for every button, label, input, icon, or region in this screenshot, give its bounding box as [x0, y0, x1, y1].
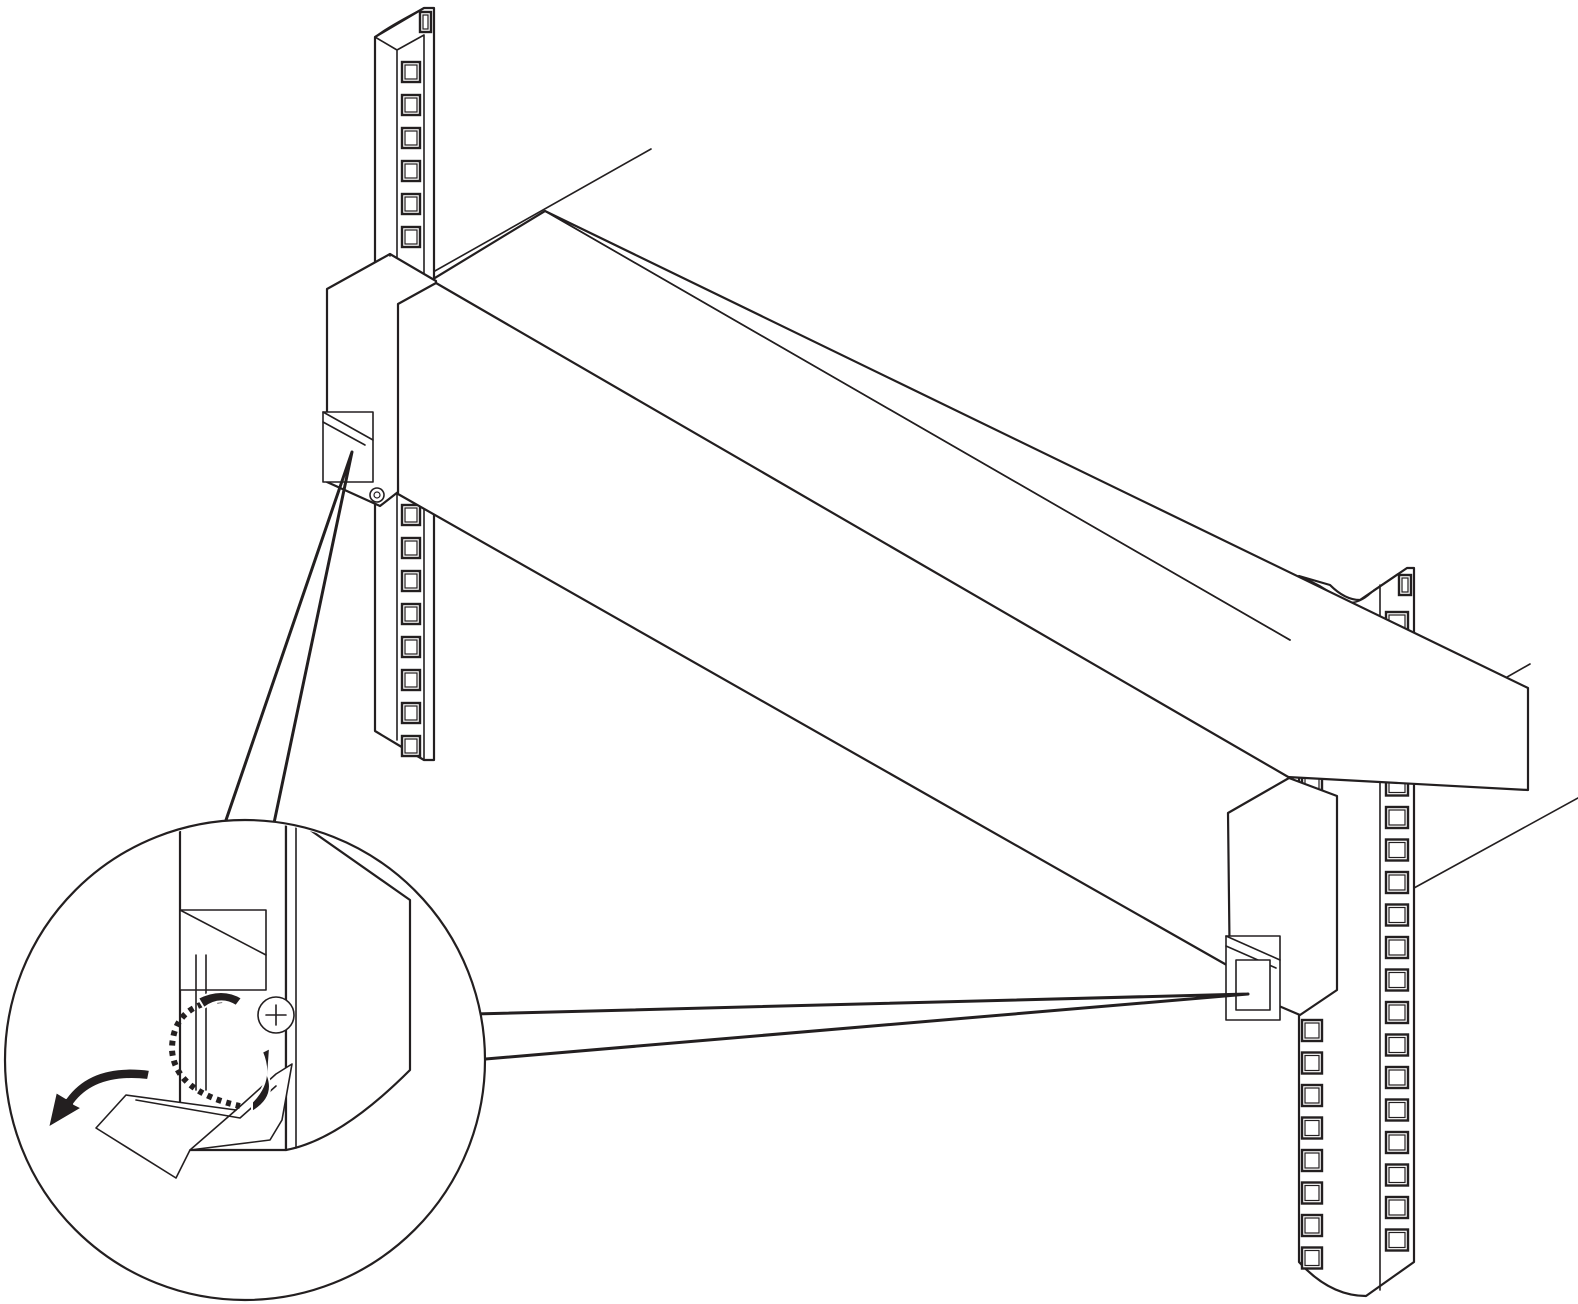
left-rail-hole-inner — [404, 196, 418, 212]
left-rail-hole — [400, 734, 422, 758]
right-rail-hole-inner — [1388, 906, 1406, 924]
right-rail-hole — [1300, 1018, 1324, 1043]
right-rail-hole — [1300, 1116, 1324, 1140]
left-rail-hole — [400, 701, 422, 725]
right-rail-hole — [1300, 1246, 1324, 1270]
right-rail-hole-inner — [1304, 1087, 1320, 1104]
right-rail-hole — [1300, 1051, 1324, 1075]
left-rail-hole — [400, 536, 422, 560]
right-rail-hole-inner — [1304, 1152, 1320, 1169]
right-rail-hole-inner — [1388, 841, 1406, 859]
right-rail-hole-inner — [1304, 1119, 1320, 1137]
right-rail-hole-inner — [1388, 1101, 1406, 1119]
right-rail-hole-inner — [1388, 1036, 1406, 1054]
left-rail-hole-inner — [404, 573, 418, 589]
right-rail-hole — [1384, 1065, 1410, 1090]
right-rail-hole — [1300, 1213, 1324, 1238]
right-rail-hole — [1384, 870, 1410, 895]
right-rail-hole-inner — [1388, 1231, 1406, 1249]
right-rail-hole — [1384, 968, 1410, 992]
left-rail-hole-inner — [404, 64, 418, 80]
left-rail-hole — [400, 192, 422, 216]
left-mounting-ear — [322, 252, 438, 508]
left-rail-hole — [418, 10, 433, 34]
right-rail-hole-inner — [1388, 809, 1406, 826]
right-rail-hole-inner — [1304, 1054, 1320, 1072]
right-rail-hole-inner — [1388, 1166, 1406, 1184]
left-rail-hole-inner — [404, 229, 418, 245]
left-rail-hole-inner — [404, 738, 418, 754]
right-rail-hole — [1384, 805, 1410, 830]
right-mounting-ear — [1225, 776, 1339, 1021]
right-rail-hole — [1384, 1098, 1410, 1122]
right-rail-hole — [1384, 903, 1410, 927]
left-rail-hole — [400, 159, 422, 183]
left-rail-hole — [400, 602, 422, 626]
right-rail-hole — [1384, 1000, 1410, 1025]
left-rail-hole-inner — [404, 705, 418, 721]
left-rail-hole — [400, 635, 422, 659]
right-rail-hole-inner — [1304, 1217, 1320, 1234]
callout-leaders — [223, 450, 1250, 1062]
left-rail-hole-inner — [404, 163, 418, 179]
right-rail-hole-inner — [1304, 1249, 1320, 1267]
left-rail-hole-inner — [404, 507, 418, 523]
right-rail-hole — [1384, 1130, 1410, 1155]
left-rail-hole — [400, 668, 422, 692]
right-rail-hole-inner — [1304, 1022, 1320, 1039]
right-rail-hole-inner — [1388, 1069, 1406, 1086]
right-rail-hole — [1300, 1148, 1324, 1173]
right-rail-hole-inner — [1388, 939, 1406, 956]
left-rail-hole — [400, 93, 422, 117]
right-rail-hole — [1384, 1163, 1410, 1187]
left-rail-hole-inner — [404, 672, 418, 688]
right-rail-hole-inner — [1388, 874, 1406, 891]
left-rail-hole — [400, 569, 422, 593]
right-rail-hole — [1384, 1033, 1410, 1057]
right-rail-hole — [1384, 1195, 1410, 1220]
left-rail-hole-inner — [404, 97, 418, 113]
right-rail-hole-inner — [1401, 577, 1409, 593]
left-rail-hole-inner — [404, 540, 418, 556]
left-rail-hole-inner — [404, 130, 418, 146]
left-rail-hole-inner — [422, 14, 429, 30]
right-rail-hole — [1300, 1181, 1324, 1205]
left-rail-hole — [400, 60, 422, 84]
left-rail-hole — [400, 225, 422, 249]
left-rail-hole — [400, 126, 422, 150]
right-rail-hole-inner — [1388, 1134, 1406, 1151]
right-rail-hole-inner — [1388, 1199, 1406, 1216]
right-rail-hole — [1384, 838, 1410, 862]
callout-magnifier — [3, 818, 487, 1302]
left-rail-hole-inner — [404, 639, 418, 655]
right-rail-hole — [1300, 1083, 1324, 1108]
left-rail-hole-inner — [404, 606, 418, 622]
right-rail-hole — [1384, 935, 1410, 960]
right-rail-hole-inner — [1304, 1184, 1320, 1202]
right-rail-hole-inner — [1388, 1004, 1406, 1021]
left-rail-hole — [400, 503, 422, 527]
right-rail-hole-inner — [1388, 971, 1406, 989]
right-rail-hole — [1384, 1228, 1410, 1252]
